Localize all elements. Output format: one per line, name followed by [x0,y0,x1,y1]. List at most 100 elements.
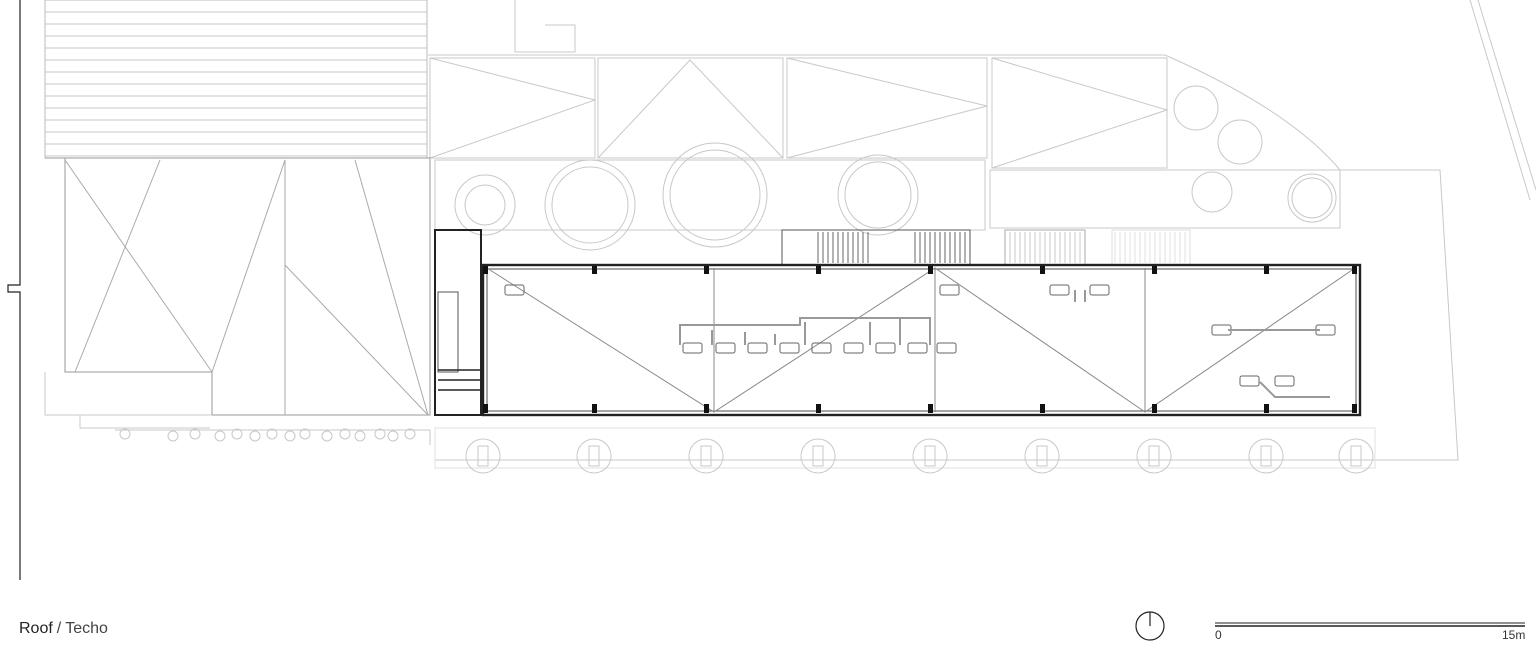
main-roof-outline [481,263,1362,417]
ac-unit [1239,375,1260,387]
main-building [434,229,1362,417]
ac-unit [1274,375,1295,387]
small-trees [119,428,416,442]
planter-box [1036,445,1048,467]
tree-canopy [1291,177,1333,219]
planter-box [588,445,600,467]
ac-unit [811,342,832,354]
small-tree [374,428,386,440]
small-tree [119,428,131,440]
title-separator: / [56,620,62,637]
site-boundary-line [7,0,21,580]
small-tree [266,428,278,440]
tree-canopy [1217,119,1263,165]
ac-unit [1089,284,1110,296]
column [1264,404,1269,413]
planter [465,438,501,474]
ac-units [504,284,1336,387]
column [1040,266,1045,274]
small-tree [299,428,311,440]
column [592,404,597,413]
tree-canopy [837,154,919,236]
planter [576,438,612,474]
tree-canopy [544,159,636,251]
title-primary: Roof [19,620,53,637]
ac-unit [939,284,960,296]
small-tree [354,430,366,442]
planter-box [477,445,489,467]
column [1352,404,1357,413]
small-tree [387,430,399,442]
ac-unit [1049,284,1070,296]
planters-row [465,438,1374,474]
planter [688,438,724,474]
roof-panel-2 [597,57,784,159]
left-building-outline [45,157,431,416]
small-tree [404,428,416,440]
context-faint [7,0,1536,580]
roof-panel-4 [991,57,1168,169]
planter [800,438,836,474]
ac-unit [875,342,896,354]
planter [1338,438,1374,474]
roof-hatching [45,11,427,157]
tree-canopy [551,166,629,244]
small-tree [167,430,179,442]
columns [483,266,1357,413]
trees [454,85,1337,251]
small-tree [339,428,351,440]
column [816,404,821,413]
scale-end-label: 15m [1502,628,1526,642]
title-secondary: Techo [65,620,108,637]
column [928,266,933,274]
ac-unit [682,342,703,354]
ac-unit [715,342,736,354]
small-tree [189,428,201,440]
tree-canopy [454,174,516,236]
drawing-title: Roof/Techo [19,620,108,638]
neighbor-building-outline [428,54,1459,461]
column [1152,404,1157,413]
planter [912,438,948,474]
small-tree [284,430,296,442]
ac-unit [843,342,864,354]
small-tree [321,430,333,442]
column [483,266,488,274]
column [816,266,821,274]
small-tree [231,428,243,440]
planter-box [1350,445,1362,467]
north-arrow-icon [1135,611,1165,641]
column [1152,266,1157,274]
column [592,266,597,274]
small-tree [249,430,261,442]
column [704,404,709,413]
ac-unit [936,342,957,354]
tree-canopy [1287,173,1337,223]
tree-canopy [662,142,768,248]
column [1040,404,1045,413]
ac-unit [504,284,525,296]
small-tree [214,430,226,442]
pipe-run [679,317,931,345]
tree-canopy [1191,171,1233,213]
planter-box [924,445,936,467]
column [1352,266,1357,274]
tree-canopy [669,149,761,241]
tree-canopy [1173,85,1219,131]
roof-slope-lines [489,267,1356,413]
planter-box [1148,445,1160,467]
planter-box [700,445,712,467]
column [704,266,709,274]
column [928,404,933,413]
roof-panel-1 [429,57,596,159]
planter [1248,438,1284,474]
planter-box [812,445,824,467]
tree-canopy [844,161,912,229]
planter [1136,438,1172,474]
tree-canopy [464,184,506,226]
ac-unit [907,342,928,354]
ac-unit [779,342,800,354]
planter-box [1260,445,1272,467]
ac-unit [747,342,768,354]
